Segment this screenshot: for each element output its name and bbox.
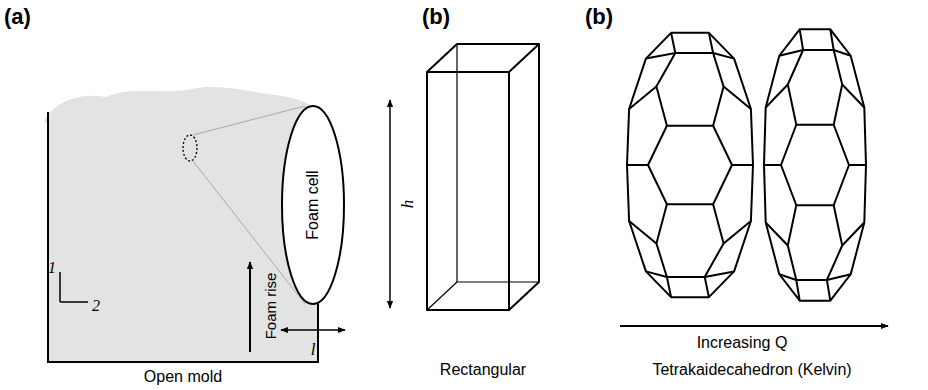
shape-caption: Tetrakaidecahedron (Kelvin): [637, 361, 867, 379]
panel-label: (b): [422, 4, 450, 29]
panel-label: (b): [585, 4, 613, 29]
dimension-label: h: [398, 200, 418, 209]
shape-caption: Rectangular: [440, 361, 526, 379]
axis-label: 2: [92, 297, 100, 315]
dimension-label: l: [311, 340, 316, 360]
arrow-label: Foam rise: [262, 273, 279, 340]
foam-cell-ellipse: Foam cell: [281, 105, 345, 305]
cell-label: Foam cell: [304, 170, 322, 239]
arrow-label: Increasing Q: [697, 334, 788, 352]
panel-label: (a): [4, 4, 31, 29]
axis-label: 1: [48, 259, 56, 277]
mold-caption: Open mold: [144, 368, 222, 386]
